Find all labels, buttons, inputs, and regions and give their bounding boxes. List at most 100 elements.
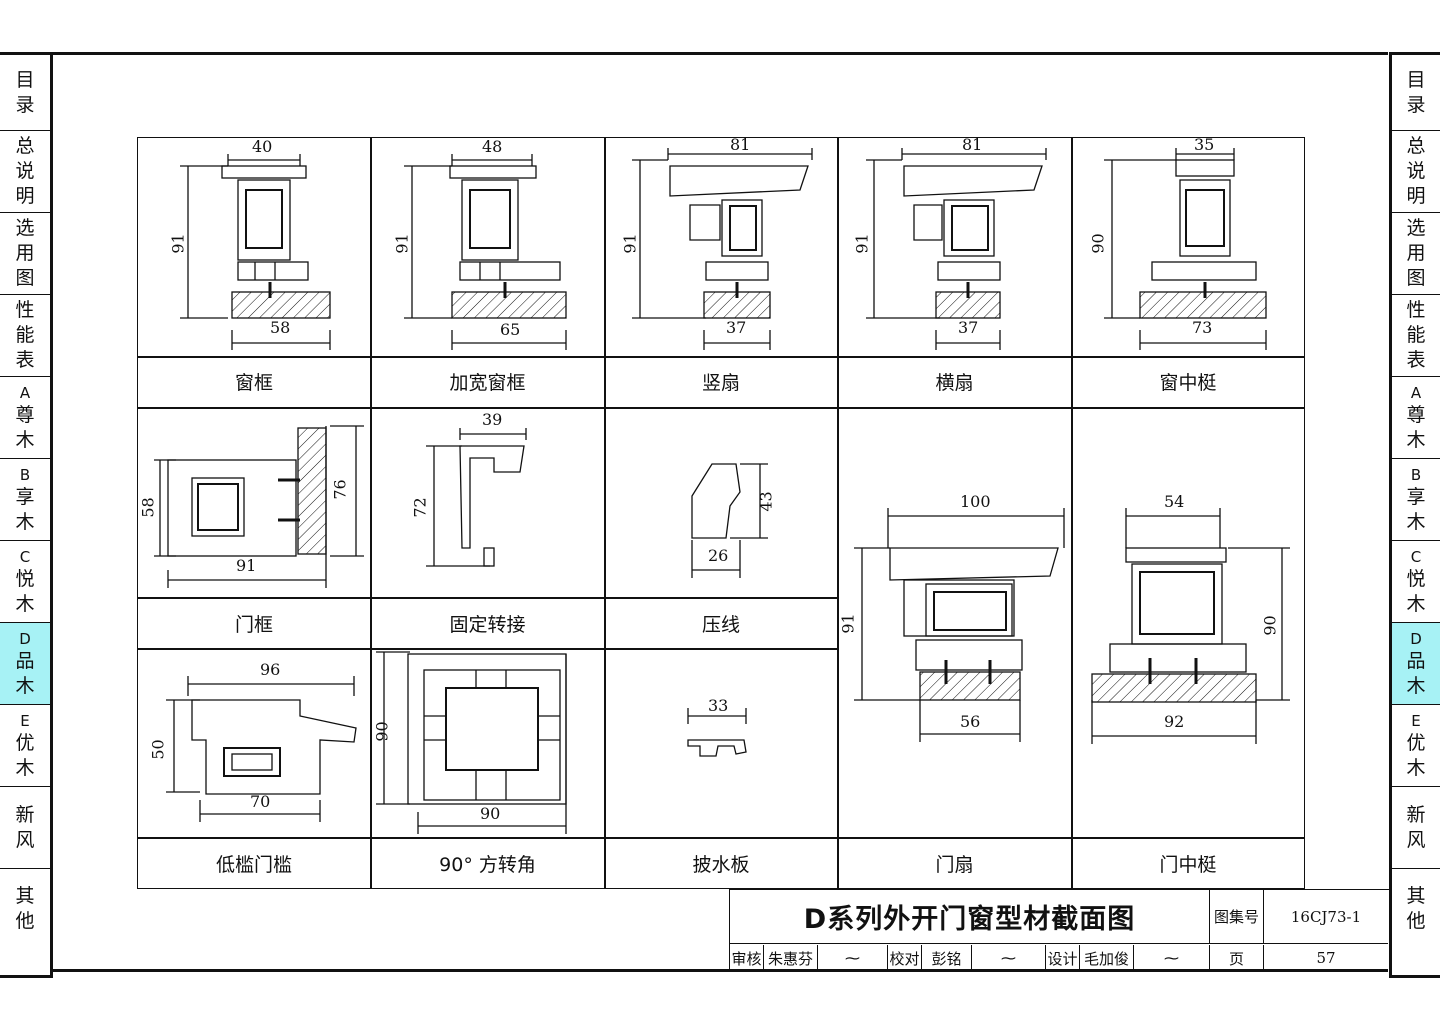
nav-tab-char: 他 <box>1406 910 1426 932</box>
nav-tab-letter: B <box>19 465 31 484</box>
design-label: 设计 <box>1046 945 1080 971</box>
nav-tab-char: 木 <box>15 756 35 779</box>
check-label: 校对 <box>888 945 922 971</box>
dim-ls-height: 50 <box>148 739 168 760</box>
nav-tab-char: 品 <box>1406 649 1426 672</box>
dim-ls-bottom: 70 <box>250 792 271 811</box>
nav-tab-mulu-left[interactable]: 目录 <box>0 55 50 131</box>
nav-tab-letter: C <box>1410 547 1422 566</box>
drawing-title: D系列外开门窗型材截面图 <box>730 890 1210 944</box>
nav-tab-qita-left[interactable]: 其他 <box>0 869 50 949</box>
drawing-frame <box>52 52 1388 972</box>
nav-tab-char: 享 <box>15 485 35 508</box>
nav-tab-char: 用 <box>15 242 35 264</box>
reviewer-name: 朱惠芬 <box>764 945 818 971</box>
atlas-number: 16CJ73-1 <box>1264 890 1388 944</box>
nav-tab-char: 明 <box>15 185 35 207</box>
nav-tab-char: 优 <box>15 731 35 754</box>
designer-signature: ⁓ <box>1134 945 1210 971</box>
nav-tab-char: 表 <box>1406 349 1426 371</box>
caption-corner-90: 90° 方转角 <box>439 853 536 876</box>
nav-tab-char: 风 <box>1406 828 1426 851</box>
dim-df-bottom: 91 <box>236 556 257 575</box>
dim-ds-bottom: 56 <box>960 712 981 731</box>
dim-wm-bottom: 73 <box>1192 318 1213 337</box>
nav-tab-char: 说 <box>15 160 35 182</box>
nav-tab-xinfeng-right[interactable]: 新风 <box>1392 787 1440 869</box>
nav-tab-xuanyongtu-left[interactable]: 选用图 <box>0 213 50 295</box>
nav-tab-char: 性 <box>1406 299 1426 321</box>
caption-window-mullion: 窗中梃 <box>1159 371 1217 394</box>
nav-tab-char: 用 <box>1406 242 1426 264</box>
dim-hs-top: 81 <box>962 135 983 154</box>
nav-tab-xingnengbiao-right[interactable]: 性能表 <box>1392 295 1440 377</box>
nav-tab-char: 其 <box>1406 885 1426 907</box>
dim-ls-top: 96 <box>260 660 281 679</box>
title-block: D系列外开门窗型材截面图 图集号 16CJ73-1 审核 朱惠芬 ⁓ 校对 彭铭… <box>729 889 1389 972</box>
nav-tab-xingnengbiao-left[interactable]: 性能表 <box>0 295 50 377</box>
dim-c90-bottom: 90 <box>480 804 501 823</box>
review-label: 审核 <box>730 945 764 971</box>
reviewer-signature: ⁓ <box>818 945 888 971</box>
nav-tab-char: 尊 <box>15 403 35 426</box>
nav-tab-xinfeng-left[interactable]: 新风 <box>0 787 50 869</box>
caption-door-sash: 门扇 <box>935 853 974 876</box>
checker-name: 彭铭 <box>922 945 972 971</box>
nav-tab-char: 木 <box>15 428 35 451</box>
dim-ds-height: 91 <box>838 613 858 634</box>
dim-wm-height: 90 <box>1088 233 1108 254</box>
dim-db-top: 33 <box>708 696 729 715</box>
caption-wide-window-frame: 加宽窗框 <box>449 371 526 394</box>
atlas-label: 图集号 <box>1210 890 1264 944</box>
nav-tab-char: 目 <box>1406 68 1426 91</box>
dim-vs-bottom: 37 <box>726 318 747 337</box>
nav-tab-char: 品 <box>15 649 35 672</box>
caption-glazing-bead: 压线 <box>701 613 740 636</box>
nav-tab-zongshuoming-right[interactable]: 总说明 <box>1392 131 1440 213</box>
dim-vs-height: 91 <box>620 233 640 254</box>
nav-tab-qita-right[interactable]: 其他 <box>1392 869 1440 949</box>
caption-door-mullion: 门中梃 <box>1159 853 1217 876</box>
dim-wf-bottom: 58 <box>270 318 291 337</box>
nav-tab-char: 录 <box>15 93 35 116</box>
dim-df-right: 76 <box>330 479 350 500</box>
dim-hs-bottom: 37 <box>958 318 979 337</box>
nav-tab-char: 性 <box>15 299 35 321</box>
nav-tab-char: 他 <box>15 910 35 932</box>
nav-tab-char: 悦 <box>1406 567 1426 590</box>
nav-tab-char: 其 <box>15 885 35 907</box>
dim-wf-top: 40 <box>252 137 273 156</box>
nav-tab-mulu-right[interactable]: 目录 <box>1392 55 1440 131</box>
nav-tab-char: 选 <box>15 217 35 239</box>
dim-wwf-bottom: 65 <box>500 320 521 339</box>
caption-window-frame: 窗框 <box>234 371 273 394</box>
nav-tab-char: 总 <box>1406 135 1426 157</box>
nav-tab-char: 说 <box>1406 160 1426 182</box>
dim-fa-height: 72 <box>410 497 430 518</box>
nav-tab-char: 新 <box>15 803 35 826</box>
nav-tab-xuanyongtu-right[interactable]: 选用图 <box>1392 213 1440 295</box>
nav-tab-zongshuoming-left[interactable]: 总说明 <box>0 131 50 213</box>
nav-tab-char: 享 <box>1406 485 1426 508</box>
page-label: 页 <box>1210 945 1264 971</box>
nav-tab-char: 图 <box>15 267 35 289</box>
dim-vs-top: 81 <box>730 135 751 154</box>
dim-dm-top: 54 <box>1164 492 1185 511</box>
dim-dm-height: 90 <box>1260 615 1280 636</box>
dim-dm-bottom: 92 <box>1164 712 1185 731</box>
nav-tab-char: 尊 <box>1406 403 1426 426</box>
dim-gb-height: 43 <box>756 491 776 512</box>
nav-tab-char: 木 <box>1406 674 1426 697</box>
